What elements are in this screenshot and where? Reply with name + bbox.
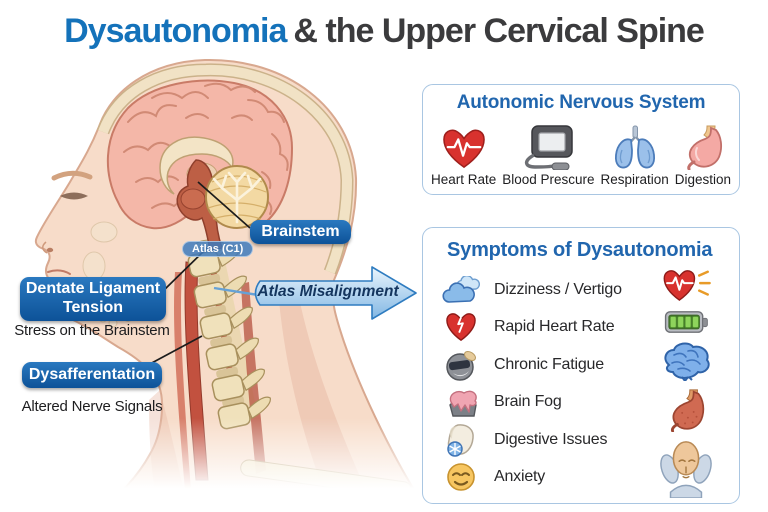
brain-fog-icon <box>449 390 477 417</box>
skull-bone-inner <box>98 64 353 274</box>
ans-item-label: Digestion <box>674 172 731 187</box>
racing-heart-icon <box>663 270 711 301</box>
symptoms-box-title: Symptoms of Dysautonomia <box>447 239 713 261</box>
dentate-ligament-tension-label: Dentate Ligament Tension <box>20 277 166 321</box>
atlas-c1-label: Atlas (C1) <box>182 241 254 257</box>
dentate-caption: Stress on the Brainstem <box>14 322 170 339</box>
ans-items: Heart Rate Blood Prescure <box>431 115 731 187</box>
symptom-list: Dizziness / Vertigo Rapid Heart Rate Chr… <box>441 273 647 494</box>
symptom-label: Chronic Fatigue <box>494 355 604 373</box>
arrow-pointer-line <box>213 286 259 297</box>
nostril <box>46 247 54 253</box>
lungs-icon <box>614 125 655 169</box>
list-item: Anxiety <box>441 460 647 494</box>
ans-item-heart-rate: Heart Rate <box>431 128 496 187</box>
red-stomach-icon <box>670 388 705 432</box>
symptom-label: Anxiety <box>494 467 546 485</box>
ans-item-respiration: Respiration <box>600 124 669 187</box>
cracked-heart-icon <box>446 313 476 342</box>
eyebrow <box>51 170 93 181</box>
right-arrow-icon <box>254 266 417 320</box>
digestive-pouch-icon <box>447 423 474 457</box>
nose-line <box>42 241 48 254</box>
ans-item-digestion: Digestion <box>675 124 731 187</box>
ans-item-blood-pressure: Blood Prescure <box>502 124 595 187</box>
eye <box>60 192 88 200</box>
cerebellum <box>205 165 269 229</box>
list-item: Chronic Fatigue <box>441 348 647 382</box>
brainstem-label: Brainstem <box>250 220 351 244</box>
anxious-face-icon <box>447 463 475 491</box>
brain-icon <box>664 342 710 381</box>
arrow-label: Atlas Misalignment <box>257 283 399 300</box>
pons <box>180 188 206 210</box>
stomach-icon <box>687 125 722 170</box>
ans-item-label: Heart Rate <box>431 172 497 187</box>
sleep-mask-icon <box>446 350 476 381</box>
symptom-label: Brain Fog <box>494 393 562 411</box>
list-item: Digestive Issues <box>441 423 647 457</box>
cervical-vertebrae <box>187 239 271 430</box>
head-cross-section-illustration <box>0 58 432 512</box>
symptom-label: Digestive Issues <box>494 430 608 448</box>
symptoms-box: Symptoms of Dysautonomia Dizziness / Ver… <box>422 227 740 504</box>
symptom-right-icons <box>653 268 719 498</box>
dizzy-clouds-icon <box>442 276 480 303</box>
symptom-label: Rapid Heart Rate <box>494 318 615 336</box>
list-item: Brain Fog <box>441 385 647 419</box>
ans-item-label: Respiration <box>600 172 669 187</box>
ans-item-label: Blood Prescure <box>502 172 595 187</box>
heart-rate-icon <box>442 129 485 169</box>
corpus-callosum <box>159 136 234 195</box>
stressed-person-icon <box>660 441 712 498</box>
bottom-fade <box>0 418 432 512</box>
blood-pressure-monitor-icon <box>525 125 574 170</box>
list-item: Rapid Heart Rate <box>441 310 647 344</box>
page-title: Dysautonomia& the Upper Cervical Spine <box>0 12 768 51</box>
ans-box-title: Autonomic Nervous System <box>456 92 706 113</box>
battery-icon <box>664 310 708 333</box>
dysafferentation-label: Dysafferentation <box>22 362 162 388</box>
upper-lip <box>47 269 71 275</box>
brain-gyri <box>123 82 289 215</box>
title-highlight: Dysautonomia <box>64 12 287 50</box>
symptom-label: Dizziness / Vertigo <box>494 281 622 298</box>
atlas-misalignment-arrow: Atlas Misalignment <box>250 265 420 321</box>
list-item: Dizziness / Vertigo <box>441 273 647 307</box>
autonomic-nervous-system-box: Autonomic Nervous System Heart Rate Bloo… <box>422 84 740 195</box>
dysafferentation-caption: Altered Nerve Signals <box>21 398 163 415</box>
title-rest: & the Upper Cervical Spine <box>293 12 704 50</box>
